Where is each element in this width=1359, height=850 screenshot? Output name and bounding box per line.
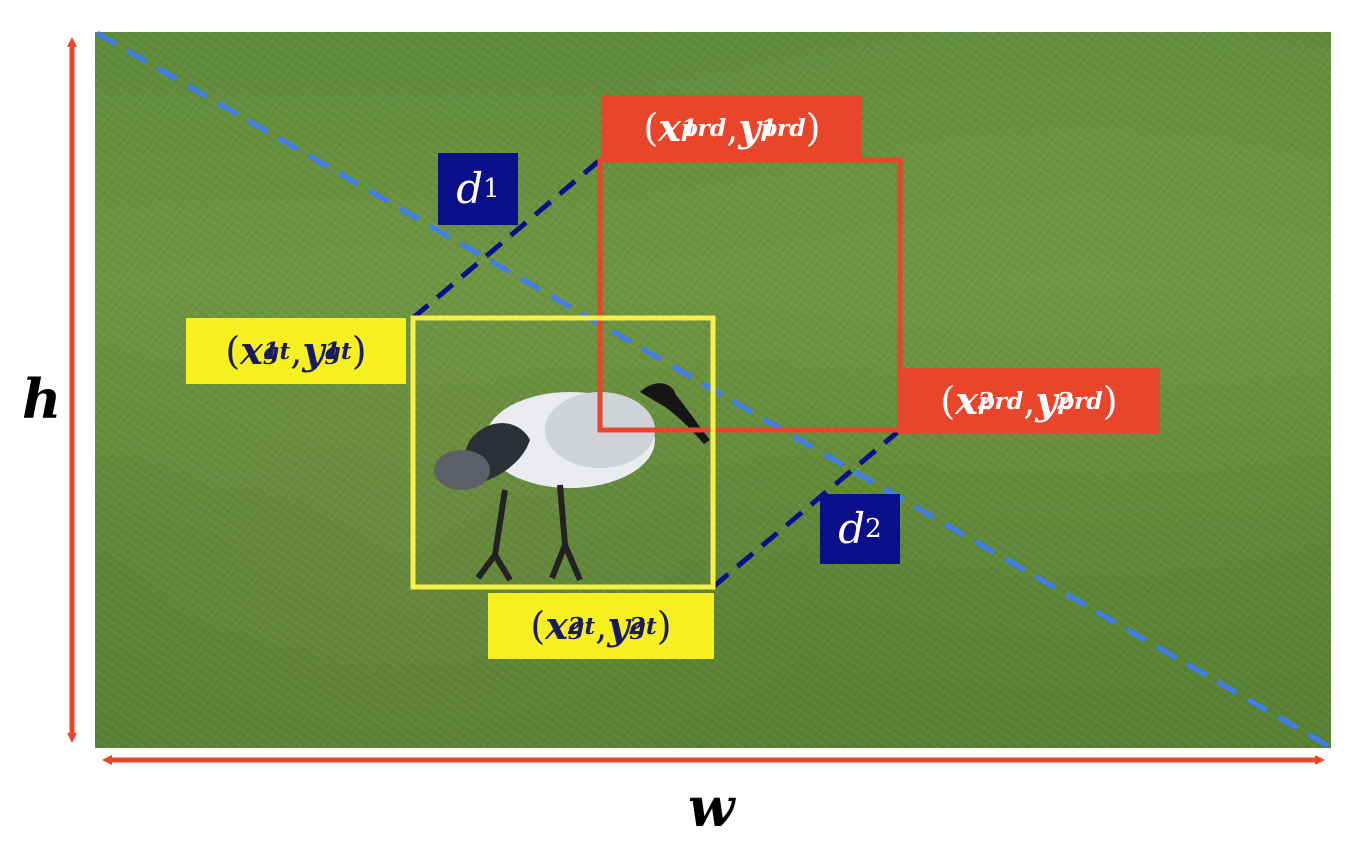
d2-line [711, 428, 902, 589]
bird-image [434, 383, 710, 582]
d1-line [411, 158, 602, 320]
height-label: h [22, 367, 62, 431]
prediction-box [597, 157, 903, 433]
width-label: w [688, 775, 735, 839]
ground-truth-box [410, 315, 716, 590]
